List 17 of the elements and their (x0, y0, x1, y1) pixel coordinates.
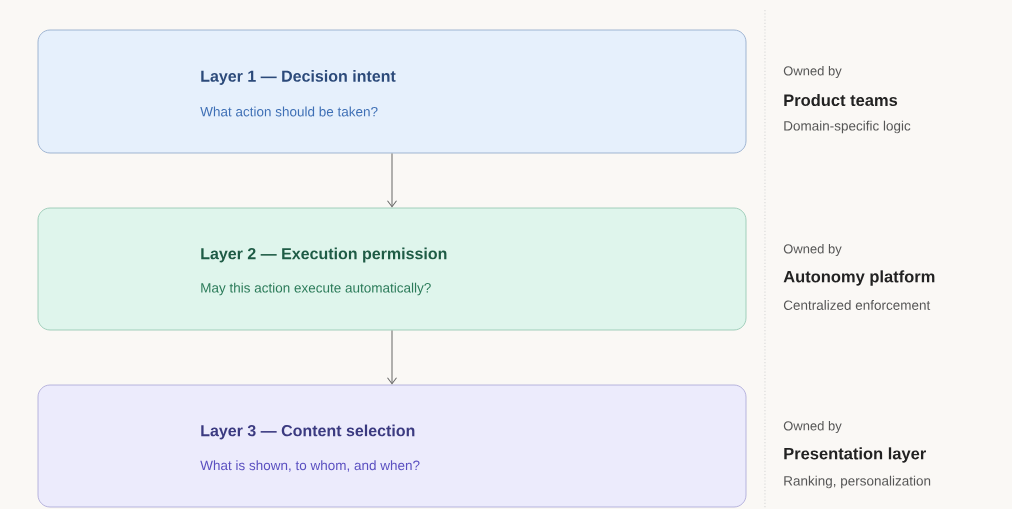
layer-title: Layer 3 — Content selection (201, 424, 415, 440)
layer-title: Layer 2 — Execution permission (201, 247, 447, 263)
layer-title: Layer 1 — Decision intent (201, 70, 396, 85)
owner-description: Ranking, personalization (784, 475, 931, 489)
arrow (387, 152, 397, 208)
arrow (387, 329, 397, 385)
owner-name: Autonomy platform (783, 270, 935, 286)
owner-name: Product teams (784, 93, 898, 107)
owner-name: Presentation layer (784, 447, 926, 463)
layer-question: May this action execute automatically? (201, 282, 431, 296)
owner-description: Centralized enforcement (783, 300, 931, 310)
owner-caption: Owned by (783, 243, 842, 257)
layer-question: What is shown, to whom, and when? (200, 460, 420, 472)
owner-caption: Owned by (783, 420, 842, 434)
owner-description: Domain-specific logic (784, 120, 911, 134)
owner-caption: Owned by (783, 65, 842, 79)
layer-question: What action should be taken? (200, 106, 378, 117)
